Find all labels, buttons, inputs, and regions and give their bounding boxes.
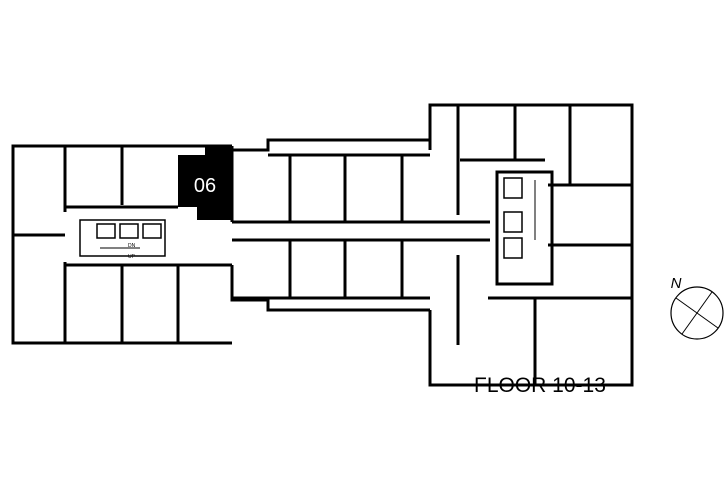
left-wing: DN UP <box>11 144 232 345</box>
stair-dn-label: DN <box>128 243 136 249</box>
right-wing <box>428 103 634 387</box>
compass-n-label: N <box>671 275 682 292</box>
center-block <box>230 138 490 312</box>
stair-up-label: UP <box>128 254 136 260</box>
floor-label: FLOOR 10-13 <box>474 374 606 397</box>
unit-06[interactable]: 06 <box>178 146 233 220</box>
unit-06-label: 06 <box>194 175 216 197</box>
north-compass: N <box>670 275 724 340</box>
